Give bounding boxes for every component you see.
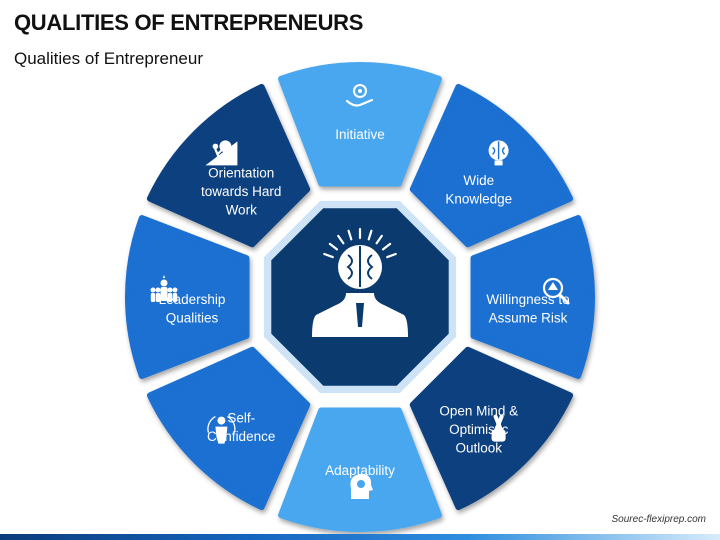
segment-shape <box>278 407 442 532</box>
bottom-gradient-bar <box>0 534 720 540</box>
hand-gears-icon <box>345 84 374 107</box>
segment-shape <box>278 62 442 187</box>
segment-label-line: Leadership <box>159 292 226 307</box>
page-subtitle: Qualities of Entrepreneur <box>14 49 203 68</box>
risk-magnifier-icon <box>542 277 570 305</box>
segment-label-line: Willingness to <box>486 292 569 307</box>
confident-person-icon <box>207 416 236 444</box>
head-gear-icon <box>350 474 373 499</box>
brain-bulb-icon <box>488 140 509 166</box>
segment-label-line: Initiative <box>335 127 385 142</box>
segment-shape <box>146 346 311 511</box>
segment-label-line: Open Mind & <box>439 403 518 418</box>
segment-label-line: Confidence <box>207 429 275 444</box>
segment-label-line: Orientation <box>208 166 274 181</box>
leader-group-icon <box>150 275 178 302</box>
segment-shape <box>409 83 574 248</box>
segment-label-line: Self- <box>227 411 255 426</box>
segment-shape <box>470 215 595 379</box>
quality-segment: Self- Confidence <box>146 346 311 511</box>
segment-label-line: Assume Risk <box>489 310 568 325</box>
segment-shape <box>409 346 574 511</box>
segment-label-line: Knowledge <box>445 191 512 206</box>
brain-head-person-icon <box>312 227 408 337</box>
segment-label-line: Qualities <box>166 310 219 325</box>
segment-label-line: Wide <box>463 173 494 188</box>
segment-label-line: Optimistic <box>449 422 509 437</box>
source-credit: Sourec-flexiprep.com <box>611 514 706 525</box>
quality-segment: Initiative <box>278 62 442 187</box>
pushing-boulder-icon <box>205 140 238 166</box>
segment-label-line: towards Hard <box>201 184 281 199</box>
quality-segment: Willingness to Assume Risk <box>470 215 595 379</box>
segment-shape <box>125 215 250 379</box>
quality-segment: Adaptability <box>278 407 442 532</box>
segment-shape <box>146 83 311 248</box>
page-title: QUALITIES OF ENTREPRENEURS <box>14 10 364 35</box>
segment-label-line: Adaptability <box>325 463 395 478</box>
crossed-fingers-icon <box>491 414 506 442</box>
segment-label-line: Work <box>226 203 258 218</box>
segment-label-line: Outlook <box>456 440 503 455</box>
